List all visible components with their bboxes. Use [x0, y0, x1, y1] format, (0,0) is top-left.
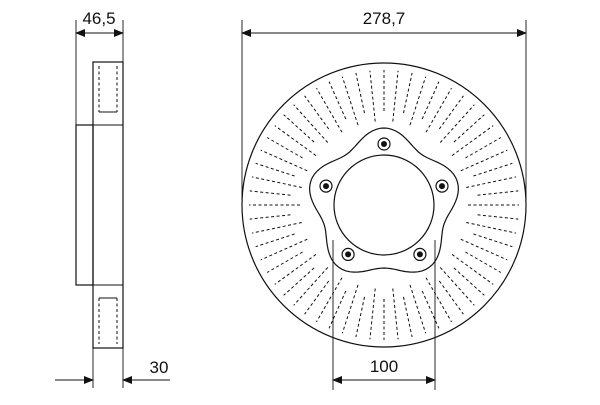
- dimension-label-hub-height: 46,5: [82, 9, 115, 28]
- vent-slot: [460, 149, 508, 172]
- vent-slot: [466, 176, 517, 188]
- vent-slot: [392, 70, 399, 122]
- vent-slot: [249, 214, 291, 220]
- bolt-hole: [435, 179, 449, 193]
- vent-slot: [274, 125, 317, 157]
- vent-slot: [316, 87, 343, 133]
- vent-slot: [409, 76, 427, 126]
- bolt-hole-center: [381, 141, 387, 147]
- vent-slot: [266, 137, 303, 159]
- vent-slot: [283, 267, 315, 296]
- vent-slot: [328, 290, 347, 329]
- vent-slot: [438, 95, 464, 130]
- vent-slot: [260, 149, 308, 172]
- vent-slot: [477, 190, 519, 196]
- vent-slot: [293, 267, 329, 306]
- bolt-hole: [341, 247, 355, 261]
- vent-slot: [369, 288, 376, 340]
- vent-slot: [328, 81, 347, 120]
- vent-slot: [473, 162, 513, 177]
- vent-slot: [439, 104, 475, 143]
- vent-slot: [453, 114, 485, 143]
- vent-slot: [355, 72, 365, 114]
- vent-slot: [451, 125, 494, 157]
- disc-body: [92, 61, 124, 349]
- vent-slot: [293, 104, 329, 143]
- bolt-holes: [319, 137, 449, 261]
- vent-slots: [249, 70, 519, 340]
- vent-slot: [392, 288, 399, 340]
- vent-slot: [473, 233, 513, 248]
- vent-slot: [255, 162, 295, 177]
- bolt-hole: [377, 137, 391, 151]
- vent-slot: [304, 95, 330, 130]
- bolt-hole: [319, 179, 333, 193]
- vent-slot: [425, 87, 452, 133]
- vent-slot: [255, 233, 295, 248]
- vent-slot: [251, 176, 302, 188]
- front-view: 278,7 100: [241, 9, 527, 390]
- vent-slot: [460, 238, 508, 261]
- bolt-hole-center: [323, 183, 329, 190]
- center-bore: [333, 154, 435, 256]
- vent-slot: [369, 70, 376, 122]
- vent-slot: [425, 277, 452, 323]
- vent-slot: [341, 76, 359, 126]
- bolt-hole-center: [345, 251, 352, 258]
- hub-flange: [75, 124, 94, 286]
- vent-slot: [453, 267, 485, 296]
- dimension-label-outer-diameter: 278,7: [363, 9, 406, 28]
- disc-outer-edge: [241, 62, 527, 348]
- dimension-label-thickness: 30: [150, 358, 169, 377]
- vent-slot: [251, 222, 302, 234]
- vent-slot: [438, 280, 464, 315]
- vent-slot: [274, 253, 317, 285]
- vent-slot: [249, 190, 291, 196]
- vent-slot: [355, 296, 365, 338]
- vent-slot: [403, 296, 413, 338]
- vent-slot: [465, 137, 502, 159]
- vent-slot: [439, 267, 475, 306]
- vent-slot: [451, 253, 494, 285]
- vent-slot: [283, 114, 315, 143]
- bolt-hole-center: [439, 183, 445, 190]
- vent-slot: [266, 251, 303, 273]
- vent-slot: [260, 238, 308, 261]
- vent-slot: [421, 290, 440, 329]
- vent-slot: [466, 222, 517, 234]
- vent-slot: [316, 277, 343, 323]
- bolt-hole-center: [416, 251, 423, 258]
- vent-slot: [341, 284, 359, 334]
- bolt-hole: [413, 247, 427, 261]
- vent-slot: [409, 284, 427, 334]
- vent-slot: [465, 251, 502, 273]
- vent-slot: [304, 280, 330, 315]
- side-view: 46,5 30: [55, 9, 170, 388]
- hub-contour: [308, 127, 460, 273]
- vent-slot: [421, 81, 440, 120]
- vent-slot: [477, 214, 519, 220]
- vent-slot: [403, 72, 413, 114]
- dimension-label-bolt-circle: 100: [370, 357, 398, 376]
